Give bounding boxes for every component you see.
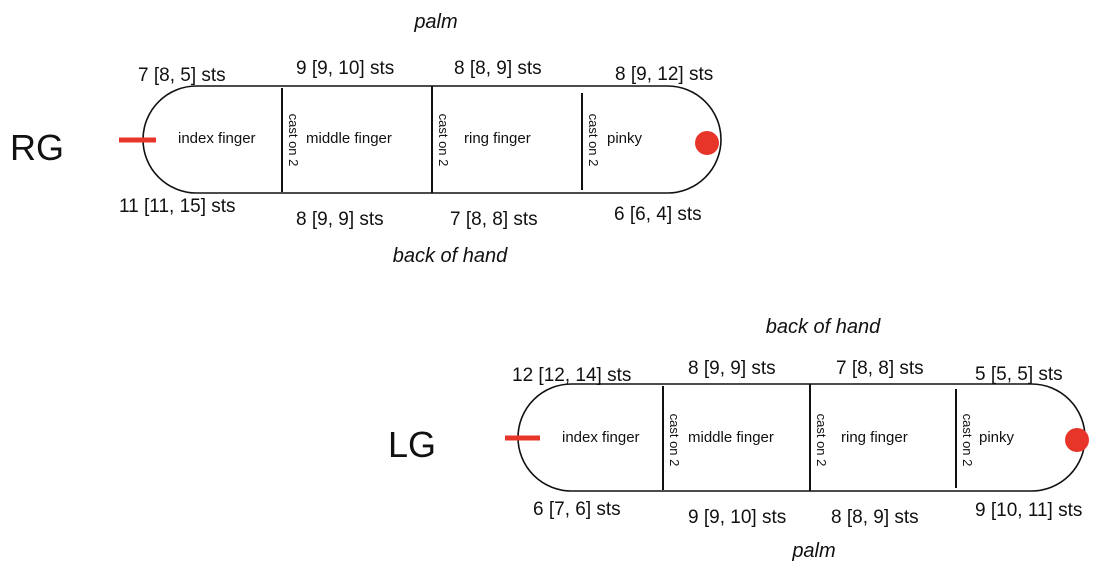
right-glove-bottom-count-4: 6 [6, 4] sts [614, 204, 702, 225]
right-glove-top-side-label: palm [413, 11, 457, 33]
left-glove-top-count-3: 7 [8, 8] sts [836, 358, 924, 379]
left-glove-bottom-count-1: 6 [7, 6] sts [533, 499, 621, 520]
right-glove-label: RG [10, 127, 64, 168]
left-glove-finger-pinky: pinky [979, 429, 1015, 446]
left-glove-bottom-count-3: 8 [8, 9] sts [831, 507, 919, 528]
right-glove-diagram: RG palm back of hand index finger middle… [10, 11, 722, 267]
left-glove-finger-index: index finger [562, 429, 640, 446]
right-glove-finger-ring: ring finger [464, 130, 531, 147]
right-glove-cast-on-1: cast on 2 [286, 114, 301, 167]
left-glove-finger-middle: middle finger [688, 429, 774, 446]
right-glove-finger-middle: middle finger [306, 130, 392, 147]
right-glove-cast-on-2: cast on 2 [436, 114, 451, 167]
right-glove-bottom-count-1: 11 [11, 15] sts [119, 196, 236, 217]
left-glove-top-count-2: 8 [9, 9] sts [688, 358, 776, 379]
right-glove-bottom-count-3: 7 [8, 8] sts [450, 209, 538, 230]
left-glove-bottom-count-4: 9 [10, 11] sts [975, 500, 1082, 521]
right-glove-cast-on-3: cast on 2 [586, 114, 601, 167]
right-glove-top-count-2: 9 [9, 10] sts [296, 58, 394, 79]
left-glove-cast-on-3: cast on 2 [960, 414, 975, 467]
right-glove-end-marker [695, 131, 719, 155]
left-glove-diagram: LG back of hand palm index finger middle… [388, 316, 1089, 562]
left-glove-top-side-label: back of hand [766, 316, 881, 338]
right-glove-finger-pinky: pinky [607, 130, 643, 147]
right-glove-top-count-1: 7 [8, 5] sts [138, 65, 226, 86]
right-glove-top-count-3: 8 [8, 9] sts [454, 58, 542, 79]
left-glove-label: LG [388, 424, 436, 465]
left-glove-bottom-side-label: palm [791, 540, 835, 562]
left-glove-top-count-4: 5 [5, 5] sts [975, 364, 1063, 385]
right-glove-top-count-4: 8 [9, 12] sts [615, 64, 713, 85]
left-glove-top-count-1: 12 [12, 14] sts [512, 365, 631, 386]
left-glove-bottom-count-2: 9 [9, 10] sts [688, 507, 786, 528]
left-glove-end-marker [1065, 428, 1089, 452]
left-glove-cast-on-2: cast on 2 [814, 414, 829, 467]
left-glove-finger-ring: ring finger [841, 429, 908, 446]
right-glove-finger-index: index finger [178, 130, 256, 147]
right-glove-bottom-count-2: 8 [9, 9] sts [296, 209, 384, 230]
right-glove-bottom-side-label: back of hand [393, 245, 508, 267]
left-glove-cast-on-1: cast on 2 [667, 414, 682, 467]
